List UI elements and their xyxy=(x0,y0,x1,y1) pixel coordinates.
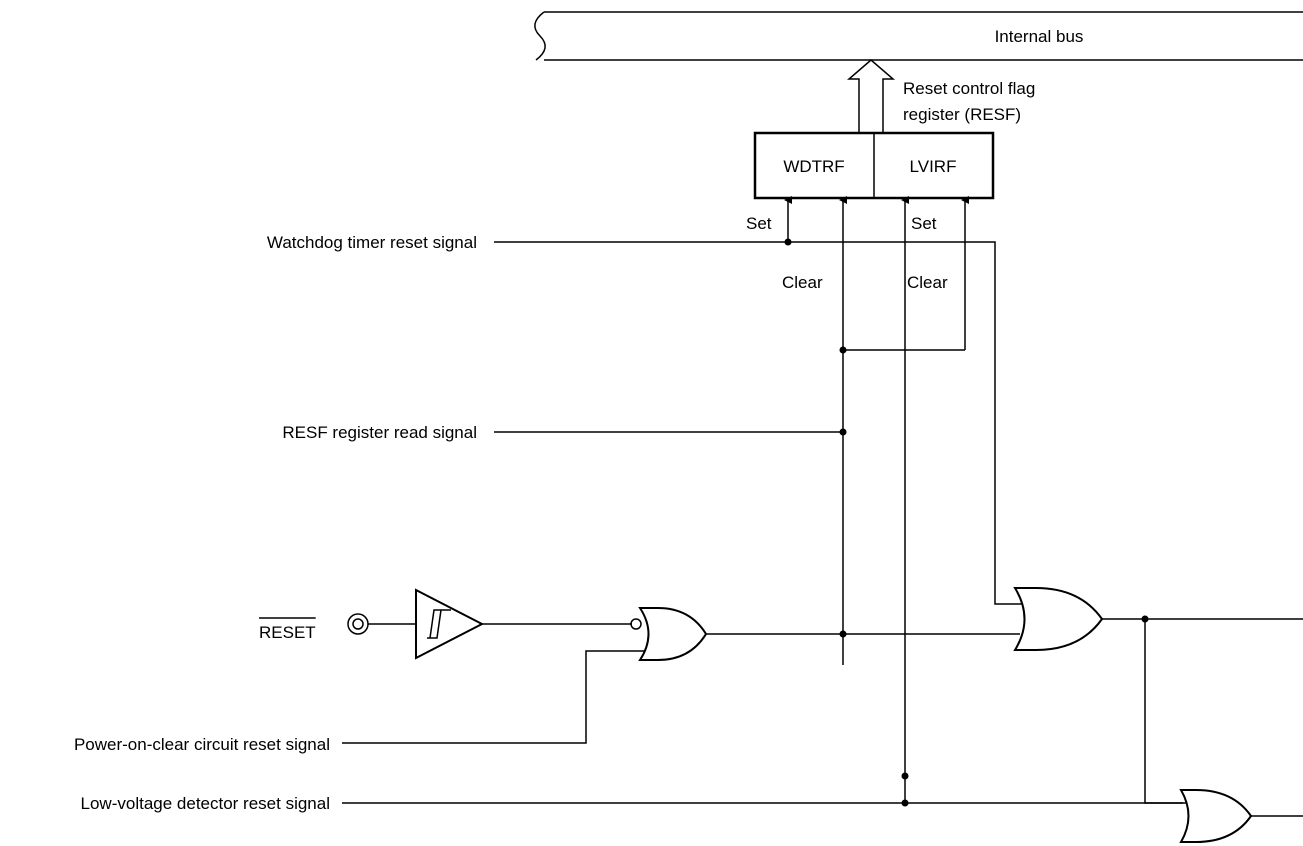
low-voltage-signal-label: Low-voltage detector reset signal xyxy=(81,794,330,813)
watchdog-signal-label: Watchdog timer reset signal xyxy=(267,233,477,252)
lvirf-bit: LVIRF xyxy=(910,157,957,176)
register-name-line1: Reset control flag xyxy=(903,79,1035,98)
watchdog-signal-line xyxy=(494,241,1022,605)
internal-bus: Internal bus xyxy=(534,11,1303,61)
wdtrf-bit: WDTRF xyxy=(783,157,844,176)
or-gate-3-icon xyxy=(1179,789,1253,843)
power-on-clear-signal-line xyxy=(342,650,644,744)
schmitt-trigger-buffer-icon xyxy=(415,588,485,660)
power-on-clear-signal-label: Power-on-clear circuit reset signal xyxy=(74,735,330,754)
register-to-bus-arrow-icon xyxy=(846,59,896,133)
internal-bus-label: Internal bus xyxy=(995,27,1084,46)
lvirf-clear-label: Clear xyxy=(907,273,948,292)
double-circle-pin-icon xyxy=(347,613,369,635)
register-name-line2: register (RESF) xyxy=(903,105,1021,124)
wdtrf-clear-label: Clear xyxy=(782,273,823,292)
resf-register: WDTRF LVIRF xyxy=(753,131,995,200)
lvirf-set-label: Set xyxy=(911,214,937,233)
low-voltage-junction xyxy=(901,799,909,807)
or-gate-1-icon xyxy=(630,607,708,661)
resf-read-signal-label: RESF register read signal xyxy=(282,423,477,442)
reset-pin-label: RESET xyxy=(259,623,316,642)
reset-pin: RESET xyxy=(259,613,416,642)
wdtrf-set-label: Set xyxy=(746,214,772,233)
or-gate-2-icon xyxy=(1013,587,1104,651)
